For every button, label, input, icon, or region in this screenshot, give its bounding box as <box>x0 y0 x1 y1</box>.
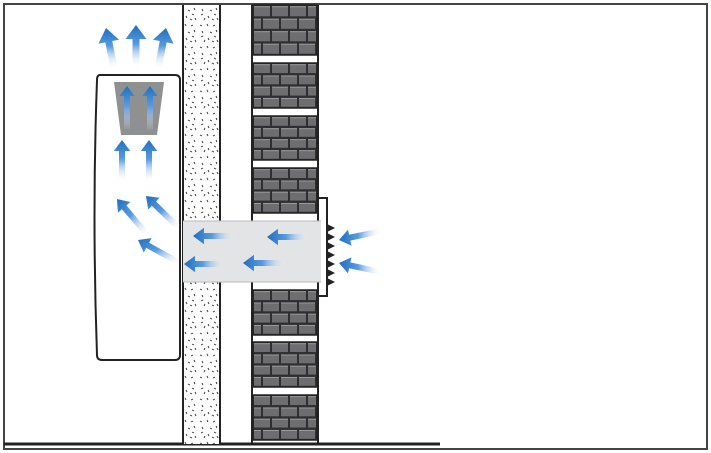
wall-duct <box>183 220 321 283</box>
exterior-grille-icon <box>318 197 335 297</box>
airflow-arrow-icon <box>98 28 119 69</box>
airflow-arrow-icon <box>138 238 180 265</box>
brick-block <box>252 4 318 56</box>
airflow-arrow-icon <box>184 255 226 273</box>
brick-block <box>252 62 318 109</box>
airflow-arrow-icon <box>339 228 382 246</box>
airflow-arrow-icon <box>339 257 382 275</box>
airflow-arrow-icon <box>146 196 181 230</box>
airflow-arrow-icon <box>119 86 135 130</box>
airflow-arrow-icon <box>142 86 158 131</box>
brick-block <box>252 167 318 214</box>
airflow-arrows <box>98 25 382 275</box>
brick-block <box>252 394 318 441</box>
airflow-arrow-icon <box>193 227 236 245</box>
airflow-arrow-icon <box>125 25 147 68</box>
outlet-grille-icon <box>114 82 164 135</box>
airflow-arrow-icon <box>267 228 310 246</box>
brick-block <box>252 341 318 388</box>
airflow-arrow-icon <box>113 140 131 182</box>
airflow-arrow-icon <box>117 199 149 235</box>
brick-wall <box>251 4 319 444</box>
brick-block <box>252 115 318 161</box>
brick-block <box>252 289 318 336</box>
airflow-arrow-icon <box>140 140 158 183</box>
airflow-arrow-icon <box>153 28 174 69</box>
airflow-arrow-icon <box>243 254 287 272</box>
